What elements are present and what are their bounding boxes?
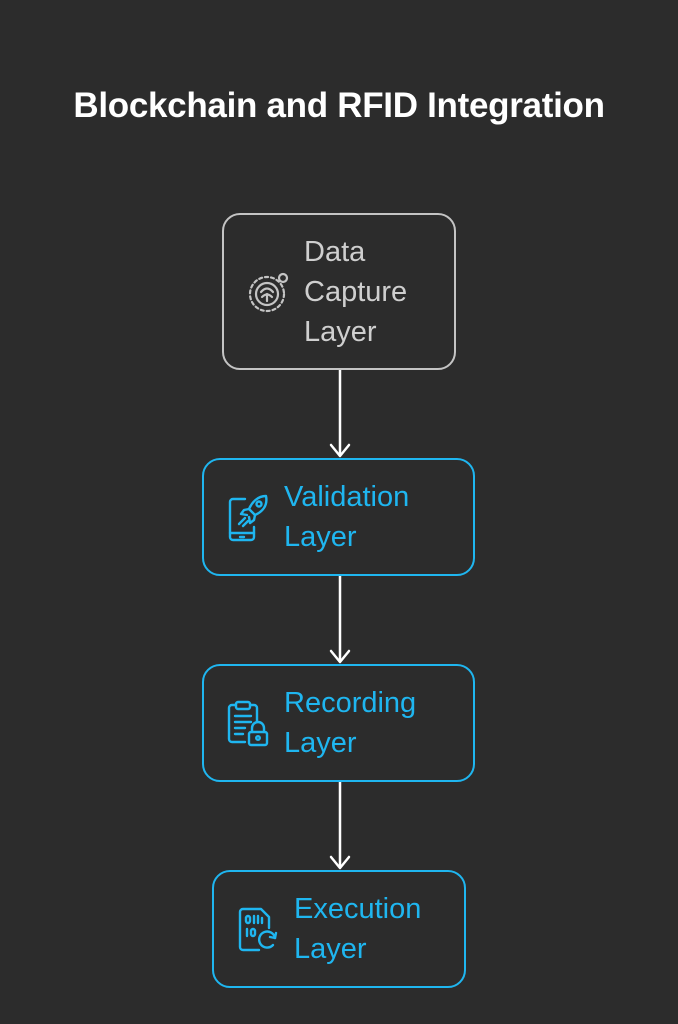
fingerprint-target-icon xyxy=(240,268,298,316)
diagram-title: Blockchain and RFID Integration xyxy=(73,86,605,125)
binary-refresh-icon xyxy=(230,904,286,954)
node-recording-layer: Recording Layer xyxy=(202,664,475,782)
node-label: Execution Layer xyxy=(294,893,422,965)
node-validation-layer: Validation Layer xyxy=(202,458,475,576)
clipboard-lock-icon xyxy=(220,698,276,748)
arrow-3 xyxy=(329,780,351,870)
arrow-2 xyxy=(329,574,351,664)
node-execution-layer: Execution Layer xyxy=(212,870,466,988)
arrow-1 xyxy=(329,368,351,458)
node-label: Data Capture Layer xyxy=(304,235,408,348)
phone-rocket-icon xyxy=(220,491,276,543)
node-data-capture-layer: Data Capture Layer xyxy=(222,213,456,370)
node-label: Recording Layer xyxy=(284,687,417,759)
node-label: Validation Layer xyxy=(284,481,410,553)
